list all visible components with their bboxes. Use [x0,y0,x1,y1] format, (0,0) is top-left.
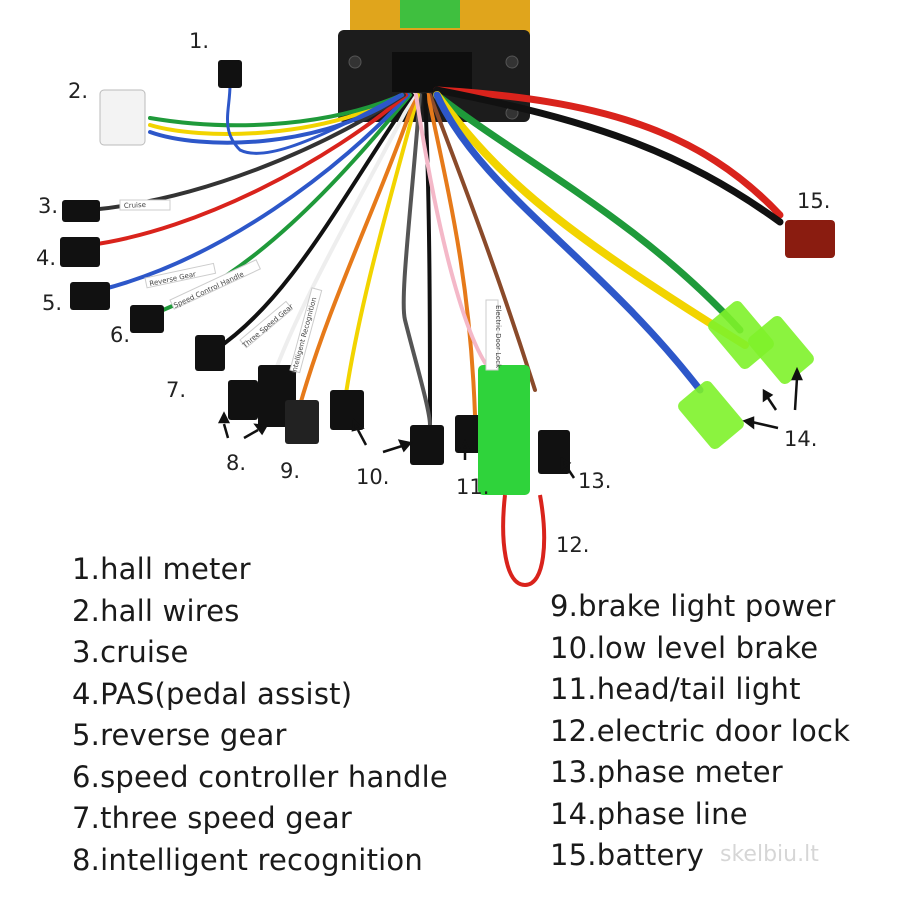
callout-1: 1. [189,29,209,53]
battery-connector [785,220,835,258]
callout-12: 12. [556,533,589,557]
wire-hall-blue [148,93,404,145]
controller-unit [338,0,530,122]
callout-8: 8. [226,451,246,475]
callout-6: 6. [110,323,130,347]
wire-brake-power [343,93,420,402]
door-lock-connector [478,365,530,495]
brake-power-connector [285,400,319,444]
hall-wires-connector [99,89,146,146]
legend-item: 4.PAS(pedal assist) [72,676,353,711]
legend-item: 9.brake light power [550,589,836,623]
wire-intel-white [268,93,416,387]
phase-terminal-c [678,380,744,450]
callout-labels: 1. 2. 3. 4. 5. 6. 7. 8. 9. 10. 11. 12. 1… [36,29,830,557]
wire-hall-meter [226,83,402,155]
legend-item: 11.head/tail light [550,672,801,706]
legend-item: 8.intelligent recognition [72,842,423,877]
speed-handle-connector [130,305,164,333]
tag-door-lock: Electric Door Lock [494,305,502,369]
connectors [60,60,835,588]
three-speed-connector [195,335,225,371]
screw [348,55,362,69]
hall-meter-connector [218,60,242,88]
legend-item: 13.phase meter [550,755,783,789]
callout-13: 13. [578,469,611,493]
wire-reverse [98,93,410,292]
legend-item: 12.electric door lock [550,713,851,748]
legend-item: 5.reverse gear [72,718,287,752]
wire-hall-green [148,93,404,128]
legend-item: 2.hall wires [72,593,240,628]
wire-battery-red [433,86,784,219]
callout-15: 15. [797,189,830,213]
low-brake-connector-b [410,425,444,465]
wire-battery-black [433,86,784,226]
wire-pas [88,93,408,247]
phase-meter-connector [538,430,570,474]
legend-right: 9.brake light power 10.low level brake 1… [550,586,850,877]
callout-4: 4. [36,246,56,270]
wire-intel-recog [298,93,418,407]
callout-7: 7. [166,378,186,402]
callout-14: 14. [784,427,817,451]
cruise-connector [62,200,100,222]
phase-terminal-b [748,315,814,385]
tag-cruise: Cruise [124,201,146,210]
legend-item: 1.hall meter [72,552,251,586]
legend-item: 14.phase line [550,796,748,831]
callout-9: 9. [280,459,300,483]
legend-item: 3.cruise [72,635,189,669]
reverse-connector [70,282,110,310]
screw [505,55,519,69]
watermark: skelbiu.lt [720,842,819,867]
legend-item: 10.low level brake [550,630,819,665]
wire-low-brake-loop [401,93,432,427]
callout-11: 11. [456,475,489,499]
wire-phase-meter [428,93,537,392]
legend-item: 7.three speed gear [72,801,352,835]
wire-phase-green [433,91,744,334]
callout-arrows [217,366,803,479]
intelligent-connector-a [228,380,258,420]
low-brake-connector-a [330,390,364,430]
controller-label-sticker [400,0,460,28]
legend-item: 6.speed controller handle [72,759,448,794]
legend-item: 15.battery [550,838,704,872]
callout-2: 2. [68,79,88,103]
callout-10: 10. [356,465,389,489]
wire-phase-blue [433,91,704,394]
head-light-connector [455,415,485,453]
pas-connector [60,237,100,267]
wire-low-brake-black [423,93,432,432]
wire-port [392,52,472,92]
callout-3: 3. [38,194,58,218]
wire-head-light [426,93,477,417]
legend-left: 1.hall meter 2.hall wires 3.cruise 4.PAS… [72,549,448,881]
callout-5: 5. [42,291,62,315]
wire-phase-yellow [433,91,749,349]
wire-three-speed [213,93,414,352]
door-lock-loop [501,494,547,588]
wire-harness [88,83,784,432]
